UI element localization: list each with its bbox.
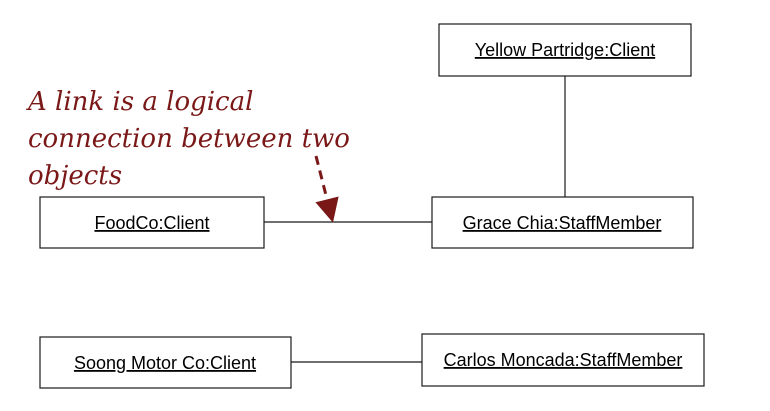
- object-grace-chia-staffmember[interactable]: Grace Chia:StaffMember: [431, 196, 694, 249]
- annotation-pointer-arrow: [314, 155, 339, 223]
- annotation-line-1: A link is a logical: [26, 87, 253, 117]
- annotation-line-2: connection between two: [28, 124, 350, 154]
- object-soong-motor-client[interactable]: Soong Motor Co:Client: [39, 336, 292, 389]
- object-label: Soong Motor Co:Client: [74, 353, 256, 373]
- object-label: Grace Chia:StaffMember: [463, 213, 662, 233]
- object-label: Yellow Partridge:Client: [475, 40, 655, 60]
- object-label: FoodCo:Client: [94, 213, 209, 233]
- object-yellow-partridge-client[interactable]: Yellow Partridge:Client: [438, 23, 692, 77]
- annotation: A link is a logical connection between t…: [26, 87, 350, 223]
- object-carlos-moncada-staffmember[interactable]: Carlos Moncada:StaffMember: [421, 333, 705, 387]
- object-label: Carlos Moncada:StaffMember: [444, 350, 683, 370]
- object-foodco-client[interactable]: FoodCo:Client: [39, 196, 265, 249]
- annotation-line-3: objects: [28, 161, 122, 191]
